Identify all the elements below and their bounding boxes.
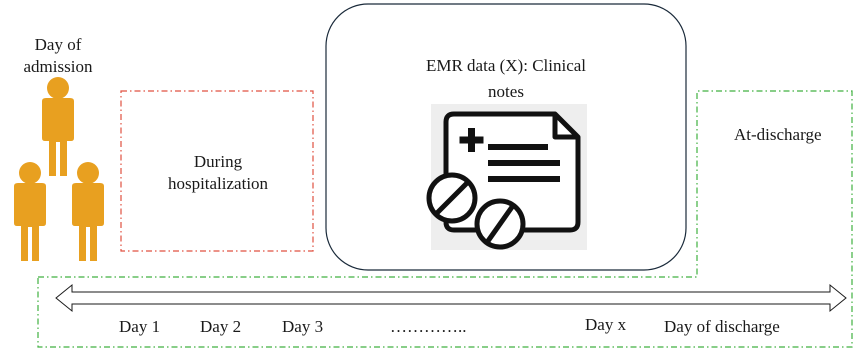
patient-icon-bottom-right [72, 162, 104, 261]
discharge-label: At-discharge [734, 125, 822, 144]
hospitalization-label-line1: During [193, 152, 243, 171]
hospitalization-label-line2: hospitalization [167, 174, 269, 193]
timeline-ellipsis: ………….. [390, 317, 467, 336]
admission-label-line2: admission [23, 57, 93, 76]
timeline-arrow [55, 283, 847, 313]
hospitalization-label: During hospitalization [136, 151, 300, 195]
admission-label: Day of admission [0, 34, 116, 78]
emr-label: EMR data (X): Clinical notes [356, 53, 656, 105]
admission-label-line1: Day of [34, 35, 82, 54]
discharge-box [37, 90, 853, 348]
timeline-day-3: Day 3 [282, 317, 324, 336]
timeline-day-1: Day 1 [119, 317, 161, 336]
emr-label-line2: notes [488, 82, 524, 101]
clinical-notes-icon [426, 104, 587, 250]
patient-icon-top [42, 77, 74, 176]
hospitalization-box [120, 90, 314, 252]
timeline-day-of-discharge: Day of discharge [664, 317, 780, 336]
timeline-day-x: Day x [585, 315, 627, 334]
emr-label-line1: EMR data (X): Clinical [425, 56, 587, 75]
timeline-day-2: Day 2 [200, 317, 242, 336]
patient-icon-bottom-left [14, 162, 46, 261]
